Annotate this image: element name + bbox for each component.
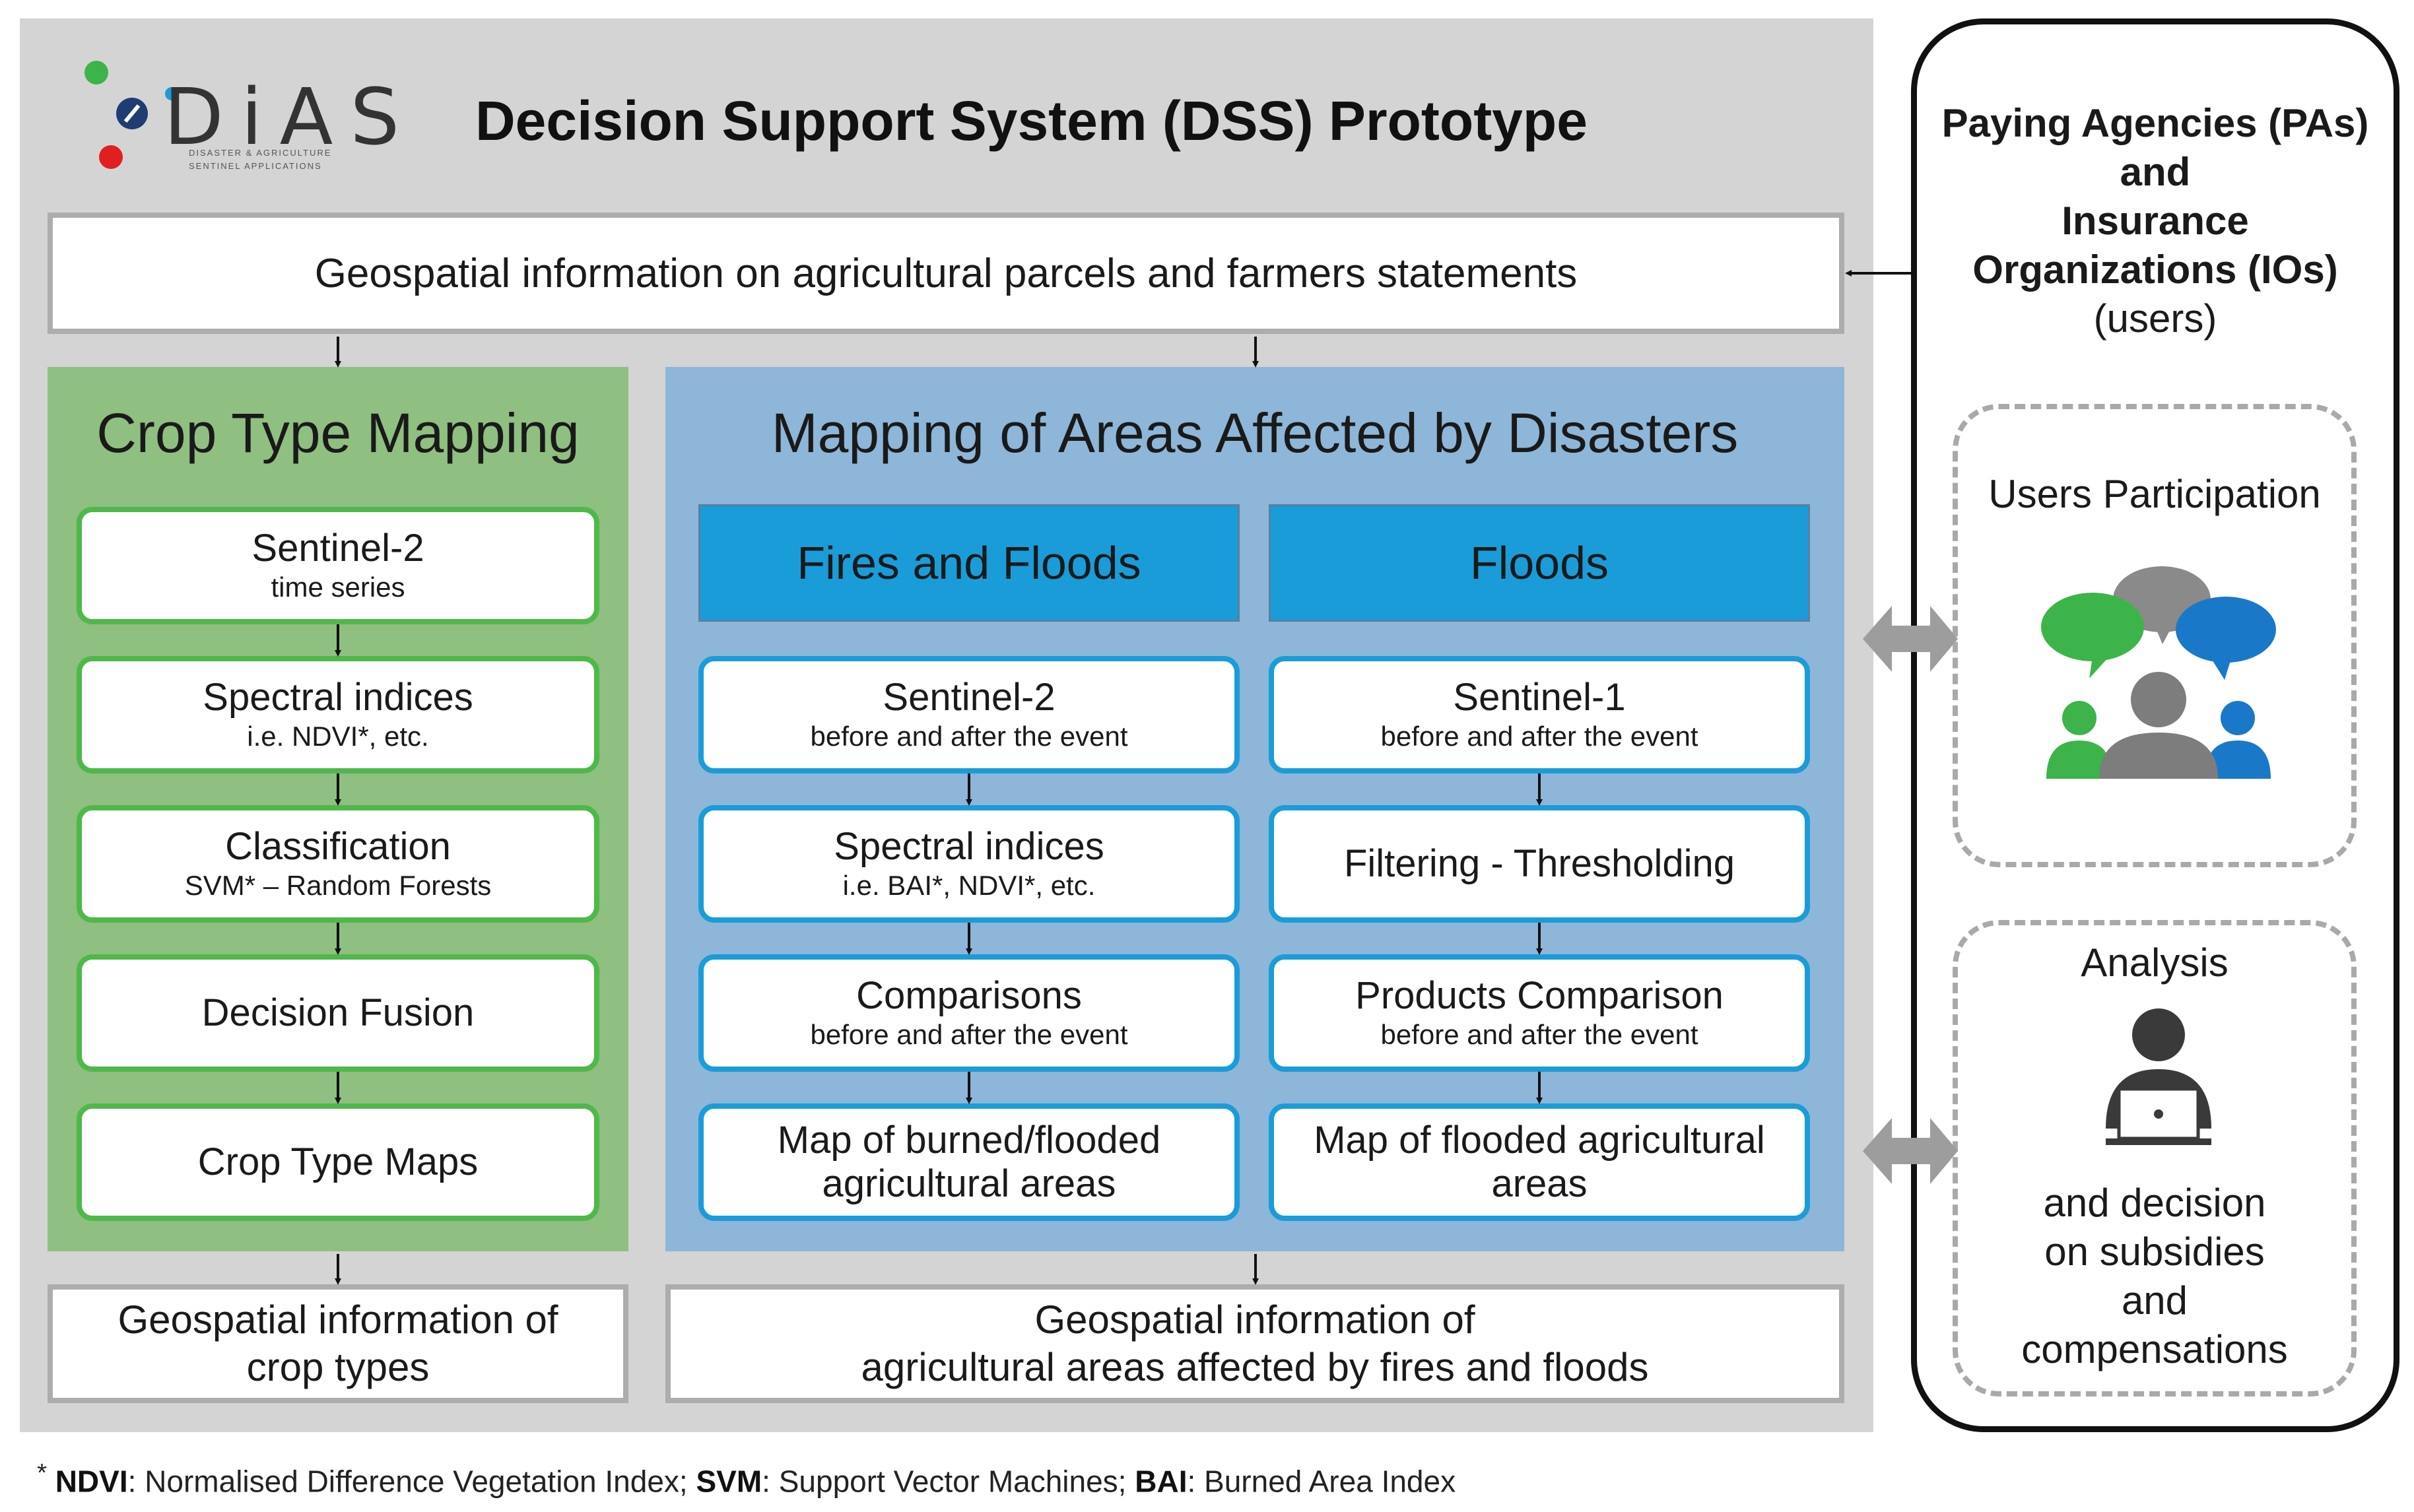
fires-step-comparisons: Comparisons before and after the event [698, 954, 1240, 1072]
crop-output-box: Geospatial information of crop types [48, 1284, 628, 1403]
crop-step-classification: Classification SVM* – Random Forests [77, 805, 599, 923]
users-title-line1: Paying Agencies (PAs) [1941, 101, 2369, 145]
decision-line4: compensations [2021, 1327, 2288, 1371]
decision-label: and decision on subsidies and compensati… [1953, 1179, 2357, 1374]
footnote-def-svm: : Support Vector Machines; [762, 1464, 1135, 1499]
crop-step-fusion: Decision Fusion [77, 954, 599, 1072]
step-main: Filtering - Thresholding [1343, 842, 1735, 885]
crop-step-maps: Crop Type Maps [77, 1103, 599, 1221]
step-main: Spectral indices [203, 676, 473, 719]
step-main: Spectral indices [834, 825, 1104, 868]
dias-logo [73, 53, 376, 178]
step-main: Sentinel-2 [251, 527, 424, 570]
step-main-line2: agricultural areas [822, 1162, 1116, 1205]
users-title-line2: and [2120, 150, 2191, 194]
floods-step-comparison: Products Comparison before and after the… [1269, 954, 1810, 1072]
disaster-output-line1: Geospatial information of [1034, 1298, 1475, 1342]
step-sub: i.e. NDVI*, etc. [247, 721, 429, 752]
logo-fire-dot [99, 145, 123, 169]
crop-step-sentinel2: Sentinel-2 time series [77, 507, 599, 624]
footnote: * NDVI: Normalised Difference Vegetation… [37, 1459, 1456, 1499]
step-sub: before and after the event [810, 721, 1128, 752]
step-main: Map of flooded agricultural [1314, 1119, 1765, 1162]
crop-output-line2: crop types [246, 1345, 430, 1389]
step-main: Classification [225, 825, 451, 868]
logo-subtitle: DISASTER & AGRICULTURE SENTINEL APPLICAT… [189, 148, 332, 171]
users-title-line5: (users) [2093, 296, 2217, 341]
floods-step-map: Map of flooded agricultural areas [1269, 1103, 1810, 1221]
fires-floods-header: Fires and Floods [698, 504, 1240, 622]
analysis-box [1953, 920, 2357, 1397]
analysis-label: Analysis [2081, 940, 2229, 985]
users-chat-icon [2041, 566, 2276, 779]
step-sub: before and after the event [1380, 1019, 1698, 1050]
users-title-line3: Insurance [2062, 199, 2249, 243]
footnote-marker: * [37, 1459, 47, 1487]
step-sub: before and after the event [810, 1019, 1128, 1050]
step-main: Map of burned/flooded [777, 1119, 1161, 1162]
footnote-term-ndvi: NDVI [55, 1464, 128, 1499]
step-main-line2: areas [1491, 1162, 1588, 1205]
participation-box [1953, 404, 2357, 867]
geo-input-box: Geospatial information on agricultural p… [48, 213, 1844, 334]
logo-blue-dot [165, 87, 178, 100]
footnote-term-bai: BAI [1135, 1464, 1188, 1499]
page-title: Decision Support System (DSS) Prototype [475, 90, 1588, 152]
floods-step-sentinel1: Sentinel-1 before and after the event [1269, 656, 1810, 773]
fires-step-map: Map of burned/flooded agricultural areas [698, 1103, 1240, 1221]
footnote-term-svm: SVM [696, 1464, 762, 1499]
footnote-def-bai: : Burned Area Index [1187, 1464, 1456, 1499]
step-main: Crop Type Maps [197, 1140, 479, 1183]
step-main: Products Comparison [1355, 974, 1724, 1017]
analyst-laptop-icon [2106, 1008, 2211, 1145]
crop-output-line1: Geospatial information of [117, 1298, 558, 1342]
step-sub: before and after the event [1380, 721, 1698, 752]
floods-header: Floods [1269, 504, 1810, 622]
users-title: Paying Agencies (PAs) and Insurance Orga… [1911, 99, 2399, 343]
step-main: Sentinel-1 [1453, 676, 1626, 719]
double-arrow-analysis [1863, 1118, 1958, 1184]
step-sub: i.e. BAI*, NDVI*, etc. [842, 870, 1096, 901]
decision-line3: and [2121, 1278, 2188, 1323]
step-main: Comparisons [856, 974, 1082, 1017]
disaster-output-line2: agricultural areas affected by fires and… [861, 1345, 1649, 1389]
participation-label: Users Participation [1988, 472, 2321, 516]
decision-line1: and decision [2043, 1181, 2266, 1225]
crop-type-title: Crop Type Mapping [96, 402, 580, 464]
fires-step-spectral: Spectral indices i.e. BAI*, NDVI*, etc. [698, 805, 1240, 923]
footnote-def-ndvi: : Normalised Difference Vegetation Index… [127, 1464, 696, 1499]
disaster-output-box: Geospatial information of agricultural a… [665, 1284, 1844, 1403]
logo-text: DiAS [164, 71, 417, 162]
double-arrow-participation [1863, 606, 1958, 672]
disaster-title: Mapping of Areas Affected by Disasters [771, 402, 1739, 464]
users-title-line4: Organizations (IOs) [1972, 247, 2338, 292]
decision-line2: on subsidies [2044, 1230, 2265, 1274]
step-sub: time series [271, 572, 405, 603]
logo-green-dot [84, 61, 108, 84]
step-main: Sentinel-2 [883, 676, 1056, 719]
floods-step-filtering: Filtering - Thresholding [1269, 805, 1810, 923]
step-main: Decision Fusion [201, 991, 475, 1034]
step-sub: SVM* – Random Forests [184, 870, 492, 901]
crop-step-spectral: Spectral indices i.e. NDVI*, etc. [77, 656, 599, 773]
fires-step-sentinel2: Sentinel-2 before and after the event [698, 656, 1240, 773]
geo-input-label: Geospatial information on agricultural p… [314, 250, 1578, 296]
